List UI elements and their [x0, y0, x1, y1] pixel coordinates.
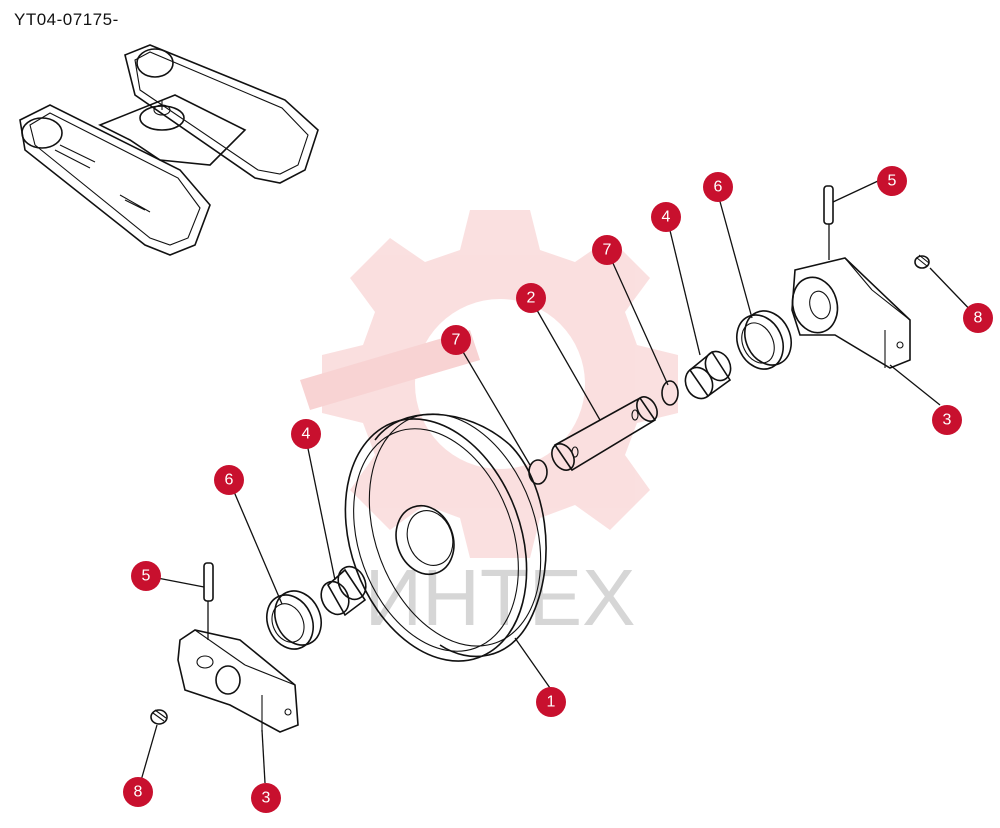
callout-8-upper: 8 [963, 303, 993, 333]
set-screw-lower [150, 709, 168, 725]
svg-text:5: 5 [142, 568, 151, 585]
callout-6-upper: 6 [703, 172, 733, 202]
bracket-lower [177, 629, 299, 733]
bushing-lower [320, 565, 367, 617]
svg-text:8: 8 [974, 310, 983, 327]
idler-shaft [551, 396, 658, 472]
svg-text:8: 8 [134, 784, 143, 801]
snap-ring-lower [528, 459, 548, 485]
set-screw-upper [914, 254, 930, 269]
pin-upper [823, 185, 834, 260]
watermark-text: ИНТЕХ [365, 553, 636, 642]
watermark-gear-icon [300, 210, 678, 558]
svg-text:7: 7 [603, 242, 612, 259]
callout-3-lower: 3 [251, 783, 281, 813]
bracket-upper [791, 257, 911, 369]
svg-text:6: 6 [225, 472, 234, 489]
svg-text:3: 3 [943, 412, 952, 429]
floating-seal-upper [736, 310, 792, 370]
callout-6-lower: 6 [214, 465, 244, 495]
callout-5-lower: 5 [131, 561, 161, 591]
pin-lower [203, 562, 214, 640]
callout-4-upper: 4 [651, 202, 681, 232]
bushing-upper [684, 350, 732, 400]
callout-5-upper: 5 [877, 166, 907, 196]
callout-7-upper: 7 [592, 235, 622, 265]
callout-1: 1 [536, 687, 566, 717]
svg-text:3: 3 [262, 790, 271, 807]
snap-ring-upper [661, 380, 679, 406]
drawing-code: YT04-07175- [14, 10, 119, 29]
callout-4-lower: 4 [291, 419, 321, 449]
callout-3-upper: 3 [932, 405, 962, 435]
callout-7-lower: 7 [441, 325, 471, 355]
svg-text:4: 4 [662, 209, 671, 226]
callout-8-lower: 8 [123, 777, 153, 807]
floating-seal-lower [266, 590, 322, 650]
svg-text:7: 7 [452, 332, 461, 349]
svg-text:5: 5 [888, 173, 897, 190]
track-frame-overview [19, 44, 319, 256]
callout-2: 2 [516, 283, 546, 313]
svg-text:4: 4 [302, 426, 311, 443]
svg-text:1: 1 [547, 694, 556, 711]
svg-text:6: 6 [714, 179, 723, 196]
svg-text:2: 2 [527, 290, 536, 307]
